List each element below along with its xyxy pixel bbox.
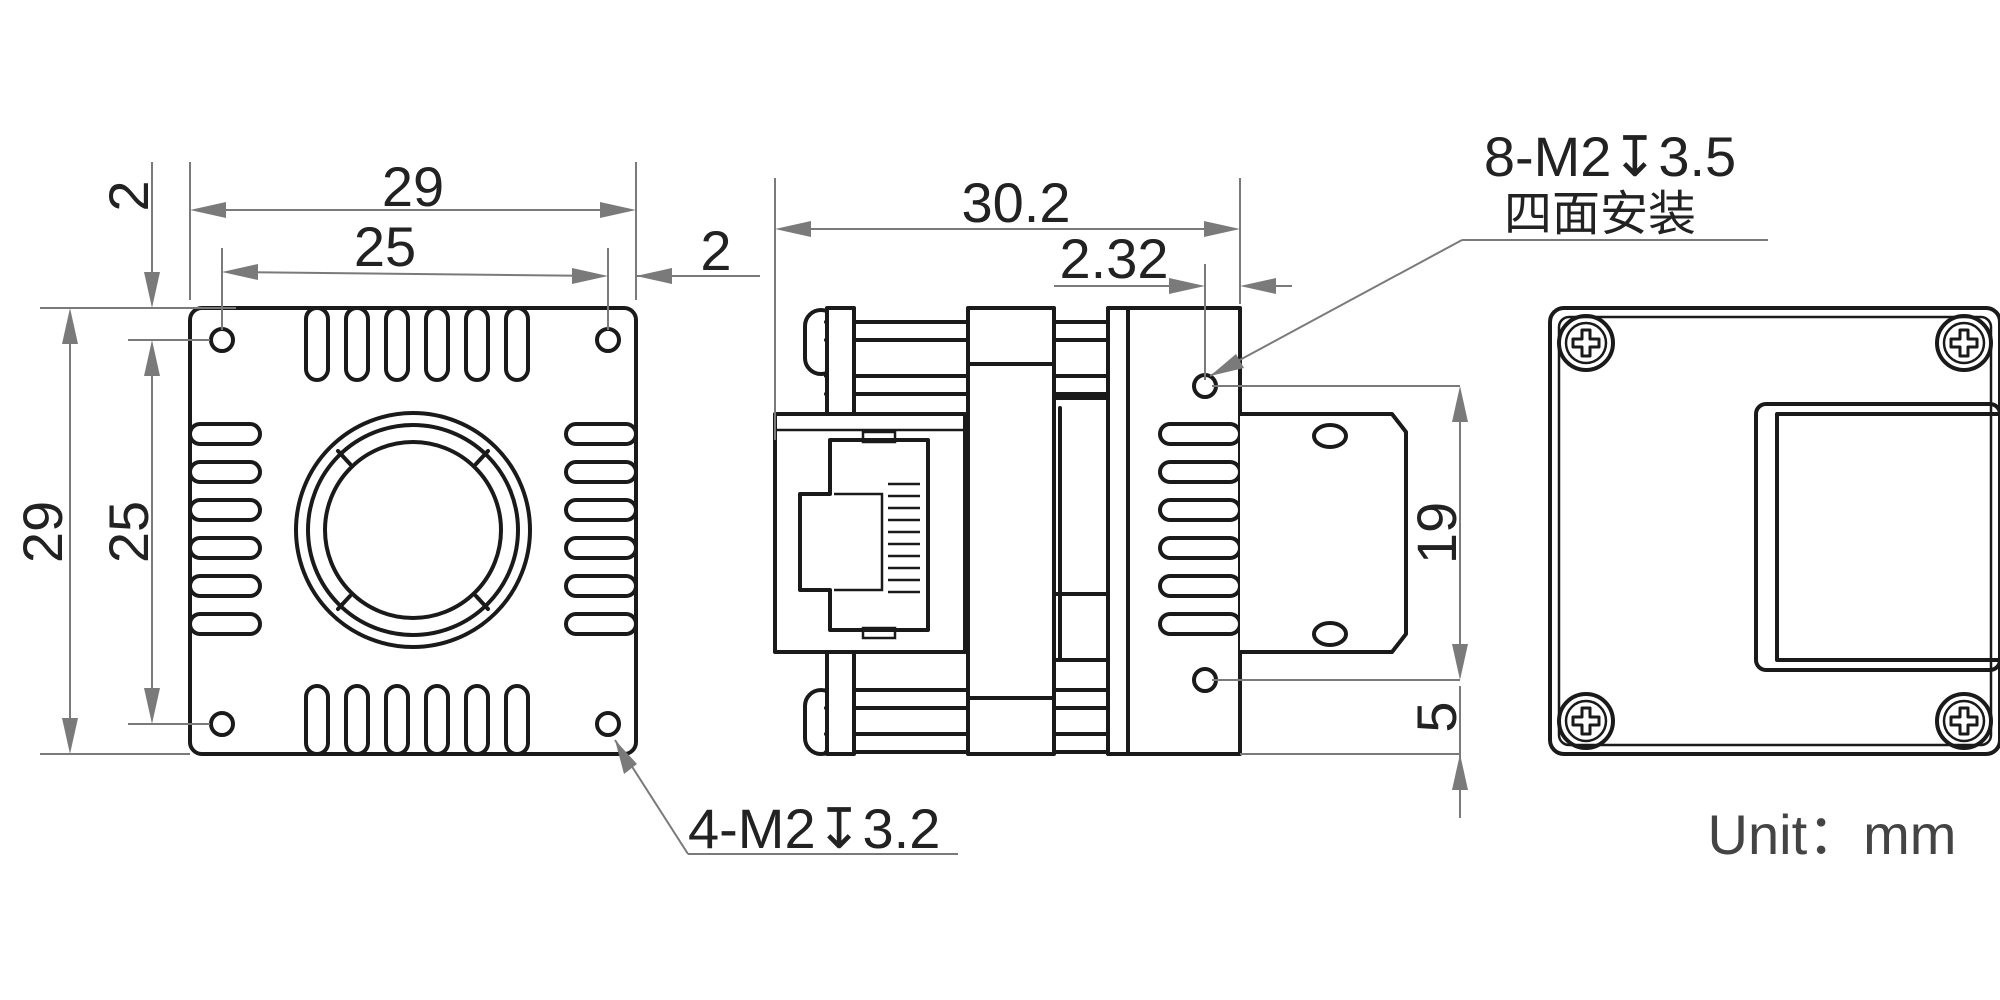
front-dimensions [40, 162, 958, 855]
dim-side-offset-2-32: 2.32 [1060, 227, 1169, 290]
rear-view [1548, 306, 2000, 756]
side-lens-mount [1240, 412, 1408, 654]
rj45-connector [773, 412, 967, 654]
rear-panel-recess [1754, 402, 2000, 672]
side-hole-callout-note: 四面安装 [1504, 186, 1696, 242]
dim-side-length-30-2: 30.2 [962, 171, 1071, 234]
dim-front-right-offset-2: 2 [700, 219, 731, 282]
dim-front-top-offset-2: 2 [97, 180, 160, 211]
side-hole-callout: 8-M2↧3.5 [1484, 125, 1736, 188]
front-bottom-fins [304, 684, 530, 756]
dim-front-width-29: 29 [382, 155, 444, 218]
unit-label: Unit：mm [1708, 803, 1957, 866]
dim-front-hole-height-25: 25 [97, 501, 160, 563]
side-dimensions [774, 178, 1768, 818]
front-housing [188, 306, 638, 756]
side-view: 30.2 2.32 8-M2↧3.5 四面安装 19 5 [773, 125, 1768, 818]
side-middle-plate [966, 306, 1056, 756]
dim-side-hole-spacing-19: 19 [1405, 502, 1468, 564]
front-hole-callout: 4-M2↧3.2 [688, 797, 940, 860]
front-left-fins [188, 422, 262, 636]
dim-front-hole-width-25: 25 [354, 215, 416, 278]
dim-front-height-29: 29 [11, 501, 74, 563]
front-top-fins [304, 306, 530, 382]
dim-side-edge-offset-5: 5 [1405, 701, 1468, 732]
lens-mount [294, 411, 532, 649]
front-view: 29 25 2 2 25 29 4-M2↧3.2 [11, 155, 958, 860]
front-right-fins [564, 422, 638, 636]
